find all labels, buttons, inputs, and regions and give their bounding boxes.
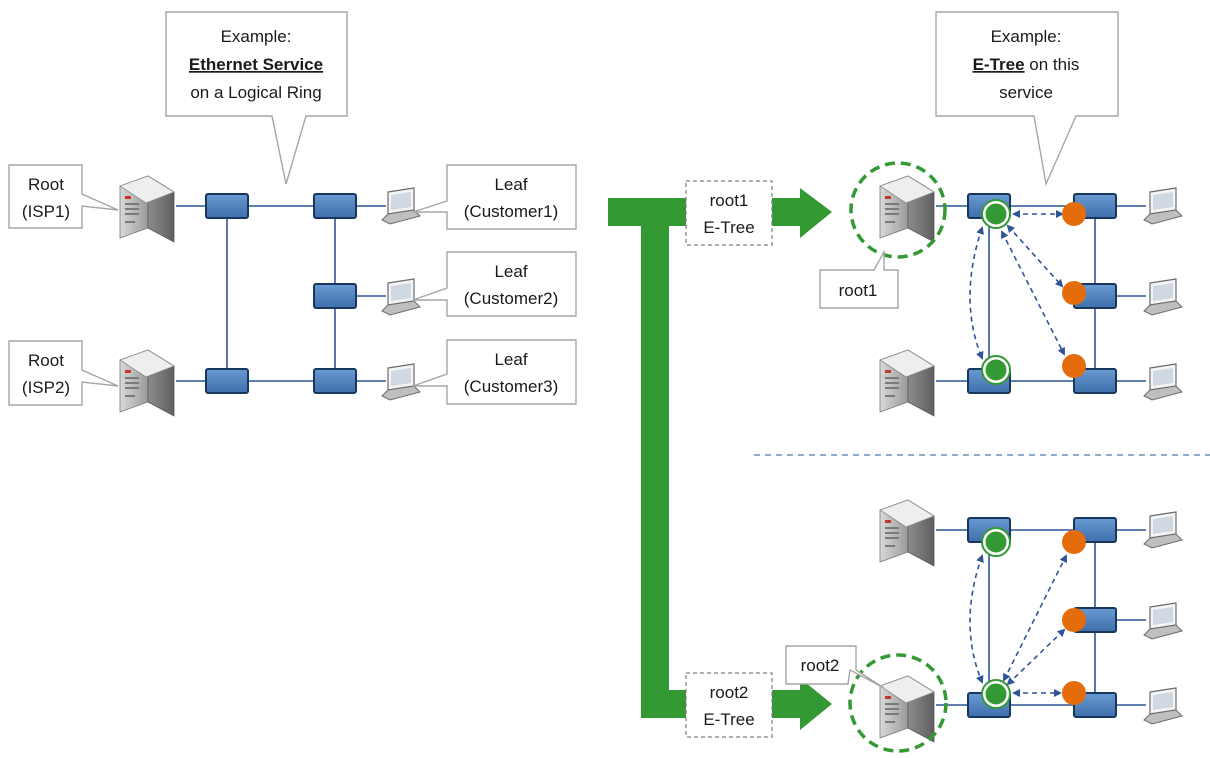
laptop-icon [1143, 602, 1183, 640]
switch-icon [205, 193, 249, 219]
leaf-point-icon [1062, 202, 1086, 226]
arrow-right-icon [800, 678, 832, 730]
svg-text:service: service [999, 83, 1053, 102]
root2-etree-tag: root2 E-Tree [685, 672, 773, 738]
leaf-label-customer3: Leaf (Customer3) [412, 339, 577, 405]
root1-etree-tag: root1 E-Tree [685, 180, 773, 246]
root-point-icon [982, 356, 1010, 384]
switch-icon [313, 193, 357, 219]
laptop-icon [381, 278, 421, 316]
svg-text:root2: root2 [801, 656, 840, 675]
switch-icon [313, 283, 357, 309]
bottom-etree-flows [969, 554, 1067, 697]
svg-text:(Customer2): (Customer2) [464, 289, 558, 308]
switch-icon [1073, 368, 1117, 394]
svg-text:E-Tree: E-Tree [703, 218, 754, 237]
laptop-icon [381, 187, 421, 225]
left-switches [205, 193, 357, 394]
root1-label: root1 [819, 249, 899, 309]
server-icon [879, 499, 935, 567]
svg-text:Leaf: Leaf [494, 175, 527, 194]
leaf-label-customer1: Leaf (Customer1) [412, 164, 577, 230]
callout-line: on a Logical Ring [190, 83, 321, 102]
leaf-point-icon [1062, 530, 1086, 554]
svg-text:root1: root1 [710, 191, 749, 210]
leaf-point-icon [1062, 608, 1086, 632]
bottom-root-points [981, 527, 1011, 709]
svg-text:(Customer1): (Customer1) [464, 202, 558, 221]
svg-text:Root: Root [28, 175, 64, 194]
svg-text:root1: root1 [839, 281, 878, 300]
laptop-icon [381, 363, 421, 401]
server-icon [879, 175, 935, 243]
root-point-icon [982, 680, 1010, 708]
left-callout: Example: Ethernet Service on a Logical R… [165, 11, 348, 185]
top-leaf-points [1062, 202, 1086, 378]
top-ring-links [936, 205, 1146, 382]
bottom-ring-links [936, 529, 1146, 706]
svg-text:(ISP2): (ISP2) [22, 378, 70, 397]
leaf-point-icon [1062, 354, 1086, 378]
leaf-point-icon [1062, 681, 1086, 705]
root2-highlight-circle [848, 653, 948, 753]
leaf-point-icon [1062, 281, 1086, 305]
svg-text:Example:: Example: [991, 27, 1062, 46]
root-point-icon [982, 200, 1010, 228]
server-icon [119, 175, 175, 243]
right-callout: Example: E-Tree on this service [935, 11, 1119, 187]
laptop-icon [1143, 511, 1183, 549]
left-ring-links [176, 205, 386, 382]
svg-text:Root: Root [28, 351, 64, 370]
svg-text:root2: root2 [710, 683, 749, 702]
root2-label: root2 [785, 645, 885, 689]
callout-line: Example: [221, 27, 292, 46]
top-etree-flows [969, 210, 1065, 360]
laptop-icon [1143, 187, 1183, 225]
switch-icon [313, 368, 357, 394]
server-icon [119, 349, 175, 417]
top-root-points [981, 199, 1011, 385]
leaf-label-customer2: Leaf (Customer2) [412, 251, 577, 317]
svg-text:(Customer3): (Customer3) [464, 377, 558, 396]
server-icon [879, 349, 935, 417]
callout-bold-line: Ethernet Service [189, 55, 323, 74]
laptop-icon [1143, 687, 1183, 725]
root-label-isp2: Root (ISP2) [8, 340, 119, 406]
root-label-isp1: Root (ISP1) [8, 164, 119, 229]
bottom-leaf-points [1062, 530, 1086, 705]
laptop-icon [1143, 363, 1183, 401]
svg-text:Leaf: Leaf [494, 350, 527, 369]
svg-text:Leaf: Leaf [494, 262, 527, 281]
root1-highlight-circle [849, 161, 947, 259]
svg-text:E-Tree on this: E-Tree on this [973, 55, 1080, 74]
svg-text:E-Tree: E-Tree [703, 710, 754, 729]
root-point-icon [982, 528, 1010, 556]
server-icon [879, 675, 935, 743]
svg-text:(ISP1): (ISP1) [22, 202, 70, 221]
switch-icon [205, 368, 249, 394]
laptop-icon [1143, 278, 1183, 316]
arrow-right-icon [800, 188, 832, 238]
